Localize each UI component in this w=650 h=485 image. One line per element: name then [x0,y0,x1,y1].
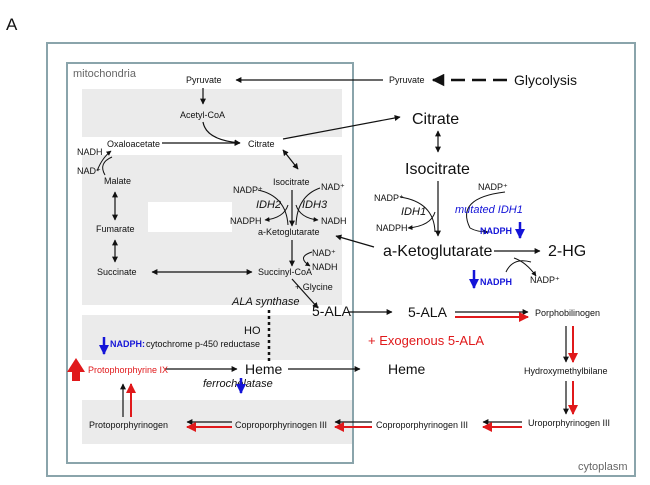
uroporphyrinogen: Uroporphyrinogen III [528,418,610,428]
cytoplasm-frame [46,42,636,477]
pyruvate-cyto: Pyruvate [389,75,425,85]
idh2-curve [257,189,289,226]
nadp-idh1: NADP⁺ [374,193,404,203]
ala-cyto: 5-ALA [408,304,448,320]
mitochondria-frame [66,62,354,464]
mutated-curve-b [469,227,489,235]
nadh-succ: NADH [312,262,338,272]
glycolysis: Glycolysis [514,72,577,88]
nadh-malate: NADH [77,147,103,157]
akg-cyto: a-Ketoglutarate [383,243,493,260]
ala-mito: 5-ALA [312,303,352,319]
nadh-idh3: NADH [321,216,347,226]
protoporphyrin-ix: Protophorphyrine IX [88,365,168,375]
heme-cyto: Heme [388,361,426,377]
nadp-mutated: NADP⁺ [478,182,508,192]
idh3-curve-b [295,204,319,222]
oxaloacetate: Oxaloacetate [107,139,160,149]
nadph-mutated: NADPH [480,226,512,236]
pyruvate-mito: Pyruvate [186,75,222,85]
panel-label: A [6,15,18,34]
arrow-succinylcoa-ala [291,278,319,309]
arrow-citrate-export [282,115,401,140]
red-up-arrow [67,358,85,381]
enzyme-ho: HO [244,325,261,337]
enzyme-idh1: IDH1 [401,206,426,218]
isocitrate-cyto: Isocitrate [405,161,470,178]
succinate: Succinate [97,267,137,277]
mutated-curve [466,191,506,229]
enzyme-idh3: IDH3 [302,199,328,211]
enzyme-ferrochelatase: ferrochelatase [203,378,273,390]
nadph-idh1: NADPH [376,223,408,233]
coproporphyrinogen-mito: Coproporphyrinogen III [235,420,327,430]
mitochondria-label: mitochondria [73,68,137,80]
malate: Malate [104,176,131,186]
white-gap [148,202,232,232]
cytoplasm-label: cytoplasm [578,461,628,473]
nad-malate: NAD⁺ [77,166,101,176]
enzyme-mutated-idh1: mutated IDH1 [455,204,523,216]
nadph-reductase-prefix: NADPH: [110,339,145,349]
akg-mito: a-Ketoglutarate [258,227,320,237]
nadph-hg: NADPH [480,277,512,287]
nadp-idh2: NADP⁺ [233,185,263,195]
arrow-citrate-isocitrate [282,149,299,170]
fumarate: Fumarate [96,224,135,234]
porphobilinogen: Porphobilinogen [535,308,600,318]
idh1-curve [399,196,436,233]
coproporphyrinogen-cyto: Coproporphyrinogen III [376,420,468,430]
idh1-curve-b [407,211,436,231]
enzyme-idh2: IDH2 [256,199,281,211]
2hg: 2-HG [548,243,586,260]
shaded-zones [82,89,352,444]
nad-idh3: NAD⁺ [321,182,345,192]
acetyl-coa: Acetyl-CoA [180,110,225,120]
arrow-akg-import [335,234,375,248]
succ-cofactor-curve [303,251,313,267]
citrate-mito: Citrate [248,139,275,149]
hydroxymethylbilane: Hydroxymethylbilane [524,366,608,376]
glycine: + Glycine [295,282,333,292]
succinyl-coa: Succinyl-CoA [258,267,312,277]
exogenous-ala: + Exogenous 5-ALA [368,333,484,348]
citrate-cyto: Citrate [412,111,459,128]
nad-succ: NAD⁺ [312,248,336,258]
hg-curve [505,260,532,273]
isocitrate-mito: Isocitrate [273,177,310,187]
protoporphyrinogen: Protoporphyrinogen [89,420,168,430]
malate-curve [102,156,113,176]
idh3-curve [295,187,321,226]
nadp-hg: NADP⁺ [530,275,560,285]
malate-curve-b [96,150,112,172]
enzyme-ala-synthase: ALA synthase [231,296,299,308]
nadph-idh2: NADPH [230,216,262,226]
heme-mito: Heme [245,361,283,377]
idh2-curve-b [264,204,289,223]
hg-curve-b [513,257,537,277]
reductase-label: cytochrome p-450 reductase [146,339,260,349]
